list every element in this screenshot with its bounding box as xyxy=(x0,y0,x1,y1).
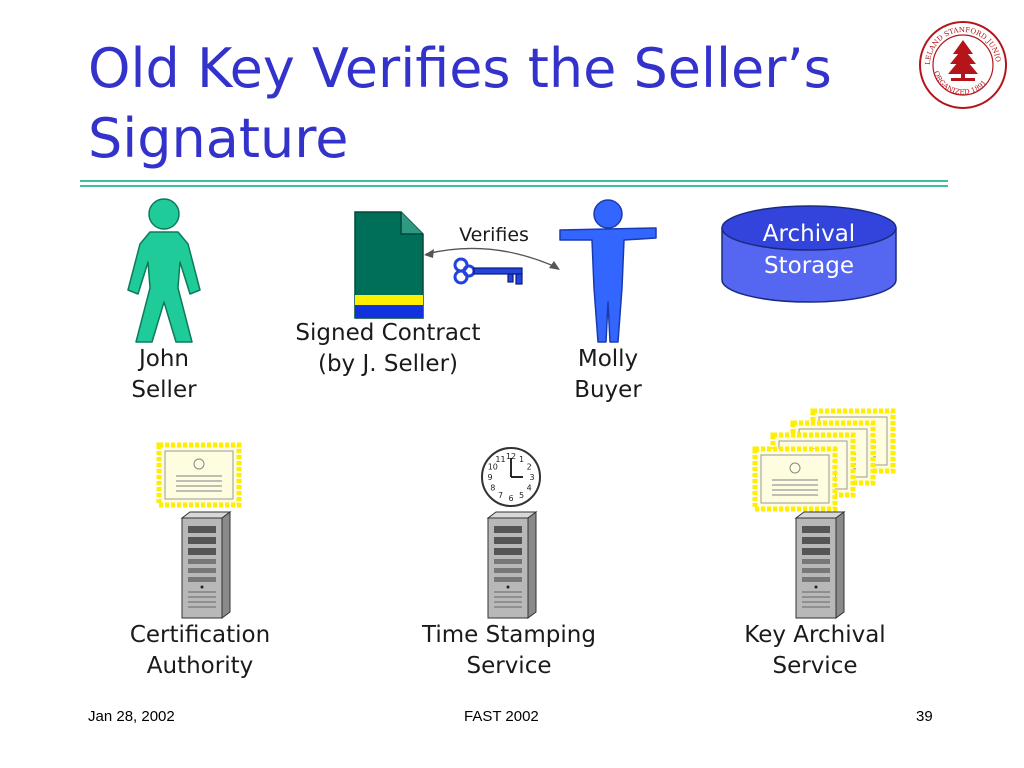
clock-numeral: 10 xyxy=(488,463,498,472)
clock-numeral: 8 xyxy=(490,484,495,493)
time-stamping-service-label: Time Stamping Service xyxy=(422,622,596,679)
clock-numeral: 12 xyxy=(506,452,516,461)
server-icon-ca xyxy=(181,511,231,619)
title-rule-bottom xyxy=(80,185,948,187)
certificate-icon xyxy=(752,446,838,512)
signed-contract-label: Signed Contract (by J. Seller) xyxy=(295,320,481,377)
key-archival-service-label: Key Archival Service xyxy=(744,622,886,679)
clock-numeral: 5 xyxy=(519,491,524,500)
clock-numeral: 2 xyxy=(527,463,532,472)
certificate-stack-icon xyxy=(752,408,896,512)
clock-numeral: 11 xyxy=(495,455,505,464)
clock-numeral: 9 xyxy=(487,473,492,482)
clock-numeral: 7 xyxy=(498,491,503,500)
clock-numeral: 6 xyxy=(508,494,513,503)
footer-page-number: 39 xyxy=(916,708,933,725)
clock-numeral: 3 xyxy=(529,473,534,482)
archival-storage-cylinder-icon xyxy=(721,205,897,303)
verifies-label: Verifies xyxy=(459,224,529,246)
person-icon-john xyxy=(127,198,201,343)
certification-authority-label: Certification Authority xyxy=(129,622,271,679)
person-icon-molly xyxy=(559,199,657,343)
clock-numeral: 4 xyxy=(527,484,532,493)
key-icon xyxy=(453,257,523,285)
title-rule-top xyxy=(80,180,948,182)
archival-storage-label: Archival Storage xyxy=(762,221,856,279)
clock-numeral: 1 xyxy=(519,455,524,464)
certificate-icon xyxy=(156,442,242,508)
server-icon-kas xyxy=(795,511,845,619)
server-icon-tss xyxy=(487,511,537,619)
molly-buyer-label: Molly Buyer xyxy=(574,346,642,403)
slide-title: Old Key Verifies the Seller’s Signature xyxy=(88,37,832,170)
footer-event: FAST 2002 xyxy=(464,708,539,725)
stanford-seal-logo: LELAND STANFORD JUNIOR UNIVERSITY ORGANI… xyxy=(914,14,1007,109)
signed-contract-document-icon xyxy=(354,211,424,319)
verifies-arrow xyxy=(424,247,560,270)
john-seller-label: John Seller xyxy=(131,346,197,403)
footer-date: Jan 28, 2002 xyxy=(88,708,175,725)
